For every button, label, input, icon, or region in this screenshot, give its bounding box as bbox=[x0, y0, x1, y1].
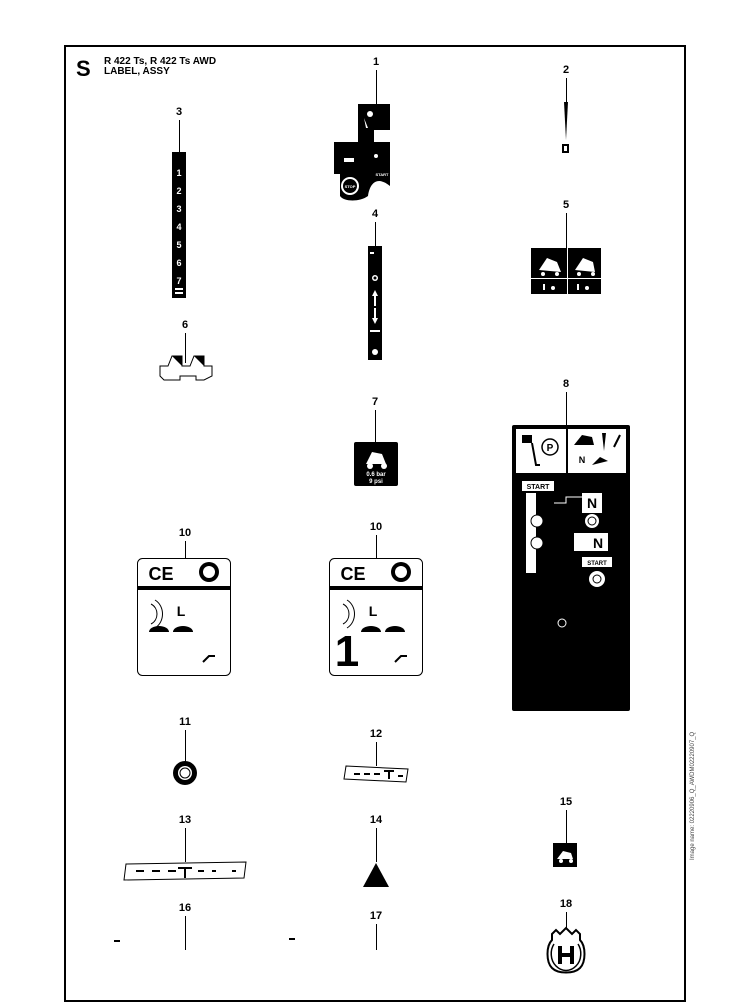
label-10-b-digit: 1 bbox=[335, 627, 359, 676]
label-2-wedge bbox=[562, 102, 569, 153]
callout-5: 5 bbox=[562, 199, 570, 211]
scale-number-3: 3 bbox=[176, 204, 181, 214]
leader-14 bbox=[376, 828, 377, 862]
callout-2: 2 bbox=[562, 64, 570, 76]
leader-10-a bbox=[185, 541, 186, 559]
drawing-frame bbox=[64, 45, 686, 1002]
callout-16: 16 bbox=[178, 902, 192, 914]
scale-number-6: 6 bbox=[176, 258, 181, 268]
label-8-neutral-top: N bbox=[579, 455, 586, 465]
leader-3 bbox=[179, 120, 180, 154]
leader-11 bbox=[185, 730, 186, 764]
label-7-tyre-pressure: 0.6 bar 9 psi bbox=[354, 442, 398, 486]
callout-1: 1 bbox=[372, 56, 380, 68]
callout-10-b: 10 bbox=[369, 521, 383, 533]
callout-12: 12 bbox=[369, 728, 383, 740]
leader-5 bbox=[566, 213, 567, 249]
svg-text:N: N bbox=[587, 495, 597, 511]
callout-18: 18 bbox=[559, 898, 573, 910]
scale-number-4: 4 bbox=[176, 222, 181, 232]
leader-6 bbox=[185, 333, 186, 363]
label-8-instruction-decal: P N START N N START bbox=[512, 425, 630, 711]
section-letter: S bbox=[76, 56, 91, 81]
callout-15: 15 bbox=[559, 796, 573, 808]
callout-11: 11 bbox=[179, 716, 191, 728]
label-12-model-decal bbox=[343, 765, 409, 783]
callout-17: 17 bbox=[369, 910, 383, 922]
label-15-square-pictogram bbox=[553, 843, 577, 867]
callout-10-a: 10 bbox=[178, 527, 192, 539]
svg-text:P: P bbox=[547, 443, 554, 454]
leader-8 bbox=[566, 392, 567, 428]
image-name-text: Image name: 02220906_Q_AWDM02220907_Q bbox=[690, 731, 696, 860]
label-14-triangle bbox=[363, 863, 389, 887]
label-10-ce-plate-b: CE L 1 bbox=[329, 558, 423, 676]
label-10-b-ce: CE bbox=[340, 564, 365, 584]
callout-8: 8 bbox=[562, 378, 570, 390]
scale-number-2: 2 bbox=[176, 186, 181, 196]
label-18-brand-logo-icon bbox=[546, 926, 586, 974]
label-5-pictogram bbox=[531, 248, 601, 294]
leader-17 bbox=[376, 924, 377, 950]
label-10-ce-plate-a: CE L bbox=[137, 558, 231, 676]
label-11-round-sticker bbox=[173, 761, 197, 785]
label-10-a-ce: CE bbox=[148, 564, 173, 584]
label-7-psi-text: 9 psi bbox=[369, 479, 383, 485]
leader-15 bbox=[566, 810, 567, 844]
label-1-stop-text: STOP bbox=[345, 184, 356, 189]
callout-4: 4 bbox=[371, 208, 379, 220]
label-10-b-l: L bbox=[369, 603, 378, 619]
label-1-ignition-panel: STOP START bbox=[334, 104, 390, 201]
callout-6: 6 bbox=[181, 319, 189, 331]
scale-number-5: 5 bbox=[176, 240, 181, 250]
assembly-title: LABEL, ASSY bbox=[104, 66, 170, 77]
label-6-deck-profile bbox=[159, 355, 213, 381]
scale-number-7: 7 bbox=[176, 276, 181, 286]
leader-10-b bbox=[376, 535, 377, 559]
leader-2 bbox=[566, 78, 567, 104]
label-7-bar-text: 0.6 bar bbox=[366, 472, 386, 478]
label-16-mark bbox=[114, 940, 120, 942]
leader-4 bbox=[375, 222, 376, 248]
label-8-start-top: START bbox=[527, 484, 551, 491]
callout-13: 13 bbox=[178, 814, 192, 826]
label-3-height-scale: 1 2 3 4 5 6 7 bbox=[172, 152, 186, 298]
callout-7: 7 bbox=[371, 396, 379, 408]
svg-text:N: N bbox=[593, 535, 603, 551]
leader-18 bbox=[566, 912, 567, 928]
leader-12 bbox=[376, 742, 377, 766]
label-13-long-model-decal bbox=[123, 861, 247, 881]
label-4-lift-strip bbox=[368, 246, 382, 360]
leader-1 bbox=[376, 70, 377, 106]
callout-14: 14 bbox=[369, 814, 383, 826]
leader-13 bbox=[185, 828, 186, 862]
leader-16 bbox=[185, 916, 186, 950]
leader-7 bbox=[375, 410, 376, 444]
scale-number-1: 1 bbox=[176, 168, 181, 178]
label-17-mark bbox=[289, 938, 295, 940]
model-title: R 422 Ts, R 422 Ts AWD bbox=[104, 56, 217, 67]
label-8-start-bottom: START bbox=[587, 561, 607, 567]
label-10-a-l: L bbox=[177, 603, 186, 619]
label-1-start-text: START bbox=[375, 172, 389, 177]
callout-3: 3 bbox=[175, 106, 183, 118]
